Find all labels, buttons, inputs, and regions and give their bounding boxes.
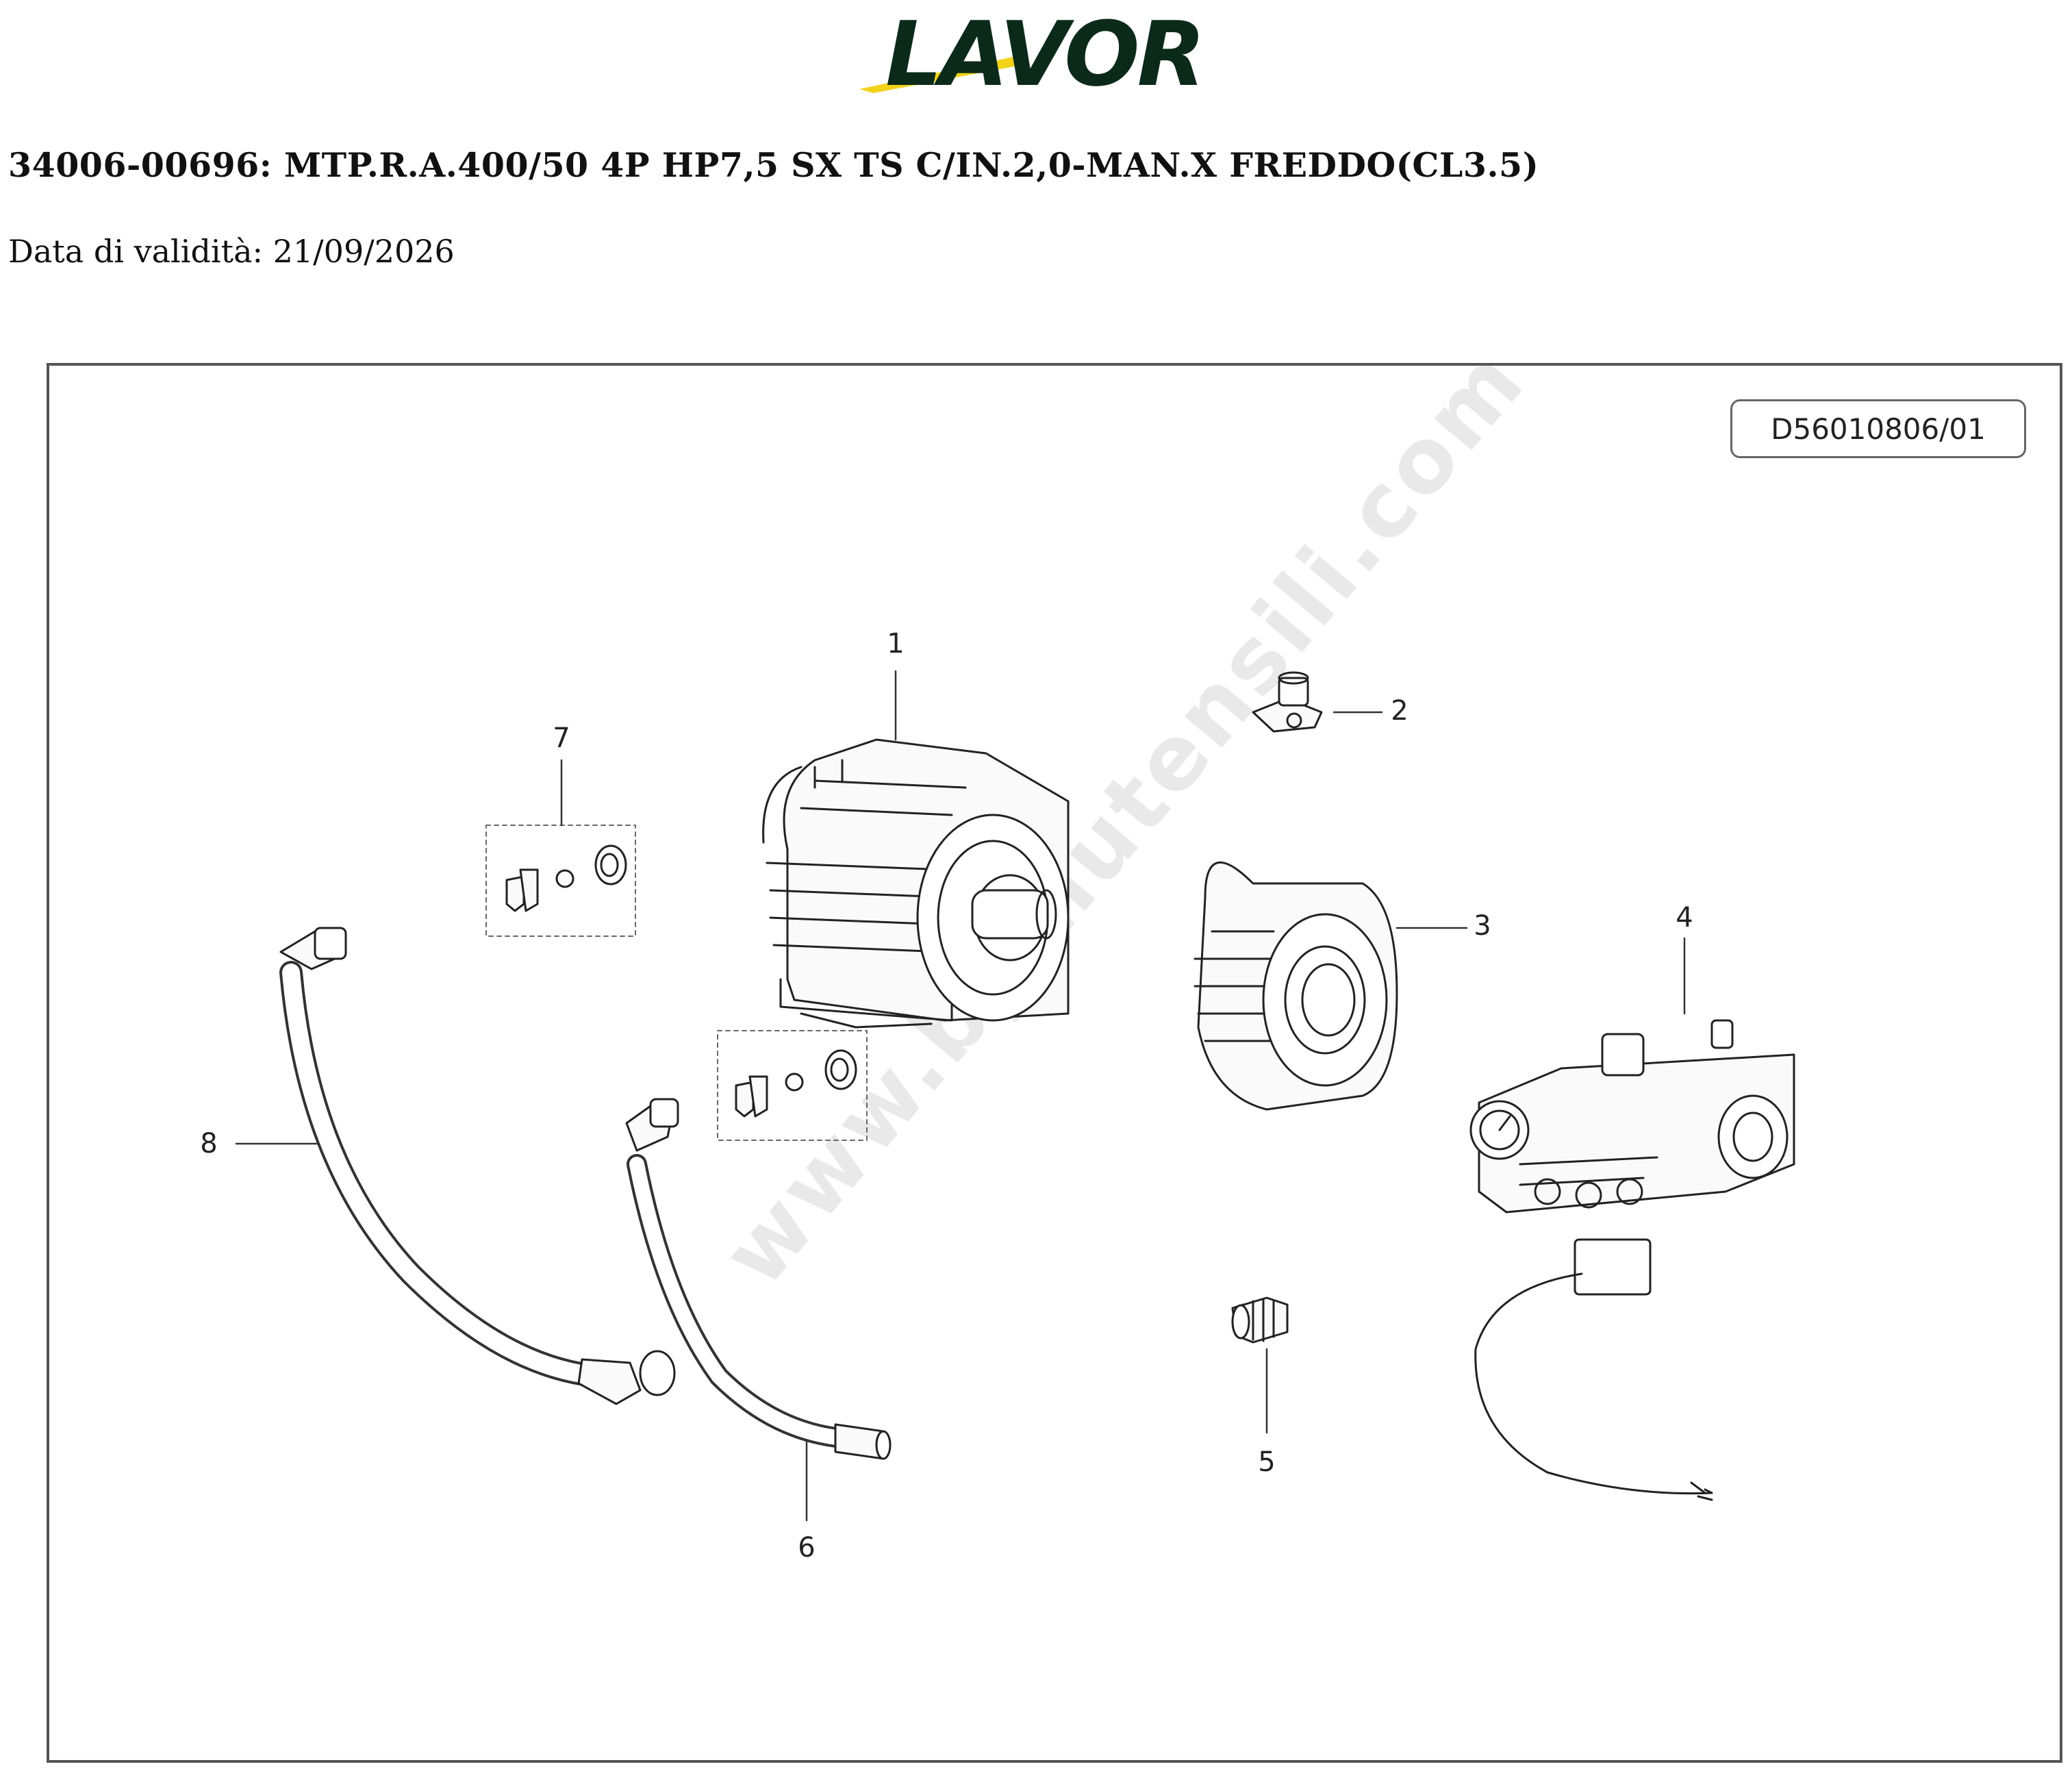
- callout-7: 7: [553, 723, 570, 754]
- part-3-flange[interactable]: [1193, 861, 1398, 1111]
- part-6-short-hose[interactable]: [625, 1098, 892, 1460]
- drawing-code-badge: D56010806/01: [1730, 399, 2026, 458]
- part-1-motor-housing[interactable]: [762, 738, 1070, 1029]
- part-5-threaded-nipple[interactable]: [1231, 1296, 1289, 1344]
- part-8-long-hose[interactable]: [279, 927, 676, 1405]
- callout-5: 5: [1258, 1446, 1276, 1478]
- callout-3: 3: [1474, 910, 1491, 942]
- callout-1: 1: [887, 628, 905, 660]
- part-4-pump-head[interactable]: [1469, 1019, 1795, 1501]
- callout-8: 8: [200, 1128, 218, 1159]
- callout-6: 6: [798, 1532, 816, 1563]
- page-title: 34006-00696: MTP.R.A.400/50 4P HP7,5 SX …: [8, 145, 1539, 185]
- logo-text: LAVOR: [885, 8, 1203, 95]
- validity-date: Data di validità: 21/09/2026: [8, 233, 455, 270]
- part-2-fitting[interactable]: [1252, 671, 1323, 733]
- callout-2: 2: [1391, 695, 1408, 727]
- lavor-logo: LAVOR: [859, 8, 1206, 95]
- leader-lines: [235, 670, 1686, 1522]
- lavor-logo-mark: LAVOR: [859, 8, 1206, 95]
- callout-4: 4: [1676, 902, 1693, 933]
